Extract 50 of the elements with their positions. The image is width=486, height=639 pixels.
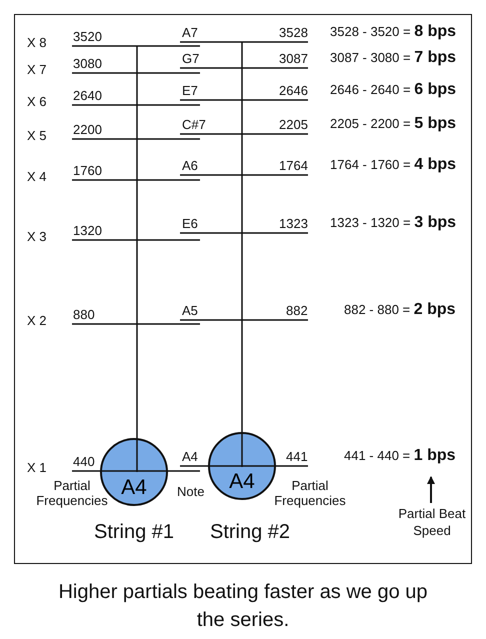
- string-caption: String #1: [94, 520, 174, 544]
- frequency-value: 441: [286, 449, 308, 464]
- multiplier-label: X 4: [27, 169, 47, 184]
- multiplier-label: X 6: [27, 94, 47, 109]
- beat-equation: 2646 - 2640 = 6 bps: [330, 82, 456, 97]
- axis-caption: Partial Frequencies: [273, 478, 347, 508]
- frequency-value: 880: [73, 307, 95, 322]
- frequency-value: 2640: [73, 88, 102, 103]
- frequency-value: 3080: [73, 56, 102, 71]
- multiplier-label: X 8: [27, 35, 47, 50]
- frequency-value: 882: [286, 303, 308, 318]
- multiplier-label: X 3: [27, 229, 47, 244]
- frequency-value: 1764: [279, 158, 308, 173]
- frequency-value: 2200: [73, 122, 102, 137]
- note-name: A5: [182, 303, 198, 318]
- multiplier-label: X 2: [27, 313, 47, 328]
- frequency-value: 1760: [73, 163, 102, 178]
- frequency-value: 2646: [279, 83, 308, 98]
- multiplier-label: X 1: [27, 460, 47, 475]
- multiplier-label: X 5: [27, 128, 47, 143]
- frequency-value: 3087: [279, 51, 308, 66]
- frequency-value: 3520: [73, 29, 102, 44]
- beat-equation: 1764 - 1760 = 4 bps: [330, 157, 456, 172]
- note-name: E7: [182, 83, 198, 98]
- frequency-value: 1323: [279, 216, 308, 231]
- beat-equation: 3528 - 3520 = 8 bps: [330, 24, 456, 39]
- frequency-value: 1320: [73, 223, 102, 238]
- beat-equation: 441 - 440 = 1 bps: [344, 448, 456, 463]
- arrow: [427, 476, 435, 503]
- beat-equation: 2205 - 2200 = 5 bps: [330, 116, 456, 131]
- note-name: A4: [120, 476, 148, 500]
- note-name: A4: [228, 470, 256, 494]
- caption: Higher partials beating faster as we go up the series.: [57, 580, 429, 633]
- string-caption: String #2: [210, 520, 290, 544]
- frequency-value: 440: [73, 454, 95, 469]
- note-caption: Note: [177, 484, 204, 499]
- beat-equation: 1323 - 1320 = 3 bps: [330, 215, 456, 230]
- note-name: C#7: [182, 117, 206, 132]
- frequency-value: 2205: [279, 117, 308, 132]
- note-name: A6: [182, 158, 198, 173]
- note-name: A4: [182, 449, 198, 464]
- note-name: E6: [182, 216, 198, 231]
- note-name: G7: [182, 51, 200, 66]
- beat-equation: 3087 - 3080 = 7 bps: [330, 50, 456, 65]
- axis-caption: Partial Frequencies: [35, 478, 109, 508]
- multiplier-label: X 7: [27, 62, 47, 77]
- beat-speed-caption: Partial Beat Speed: [397, 505, 467, 539]
- frequency-value: 3528: [279, 25, 308, 40]
- note-name: A7: [182, 25, 198, 40]
- beat-equation: 882 - 880 = 2 bps: [344, 302, 456, 317]
